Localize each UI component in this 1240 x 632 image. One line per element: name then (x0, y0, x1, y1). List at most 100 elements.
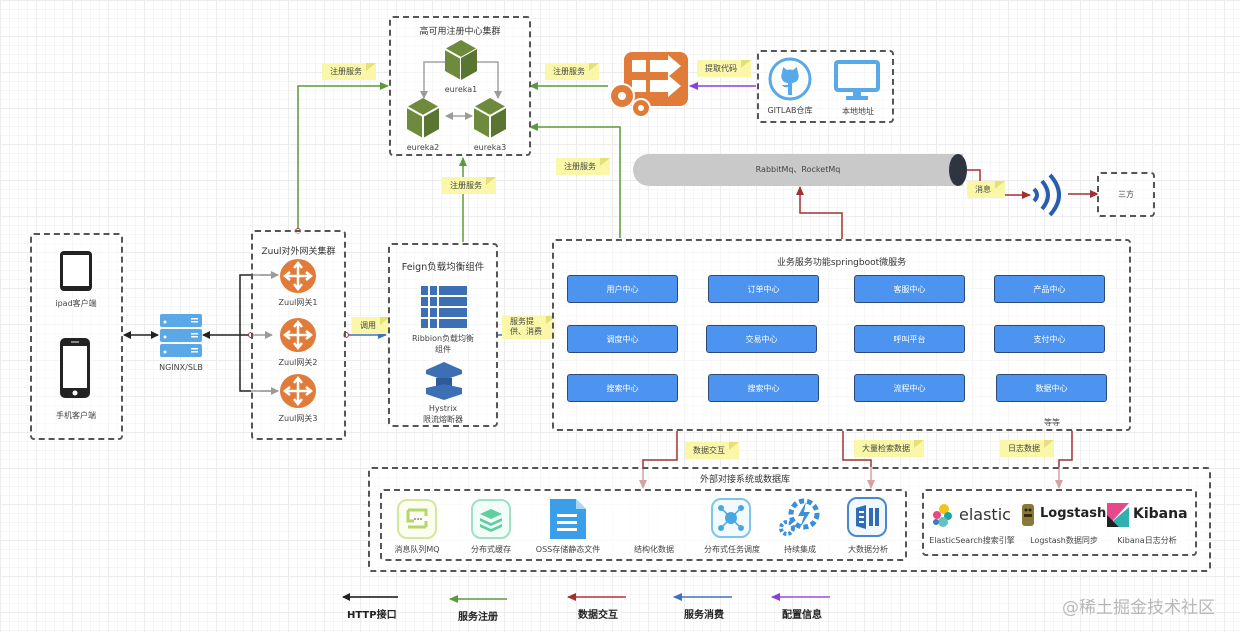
infra-group (380, 489, 907, 561)
ribbon-node[interactable] (421, 286, 467, 330)
services-mq-line (796, 186, 843, 239)
elastic-item[interactable]: elastic (932, 503, 1012, 529)
zuul-title: Zuul对外网关集群 (261, 247, 336, 257)
services-register-line (529, 123, 621, 238)
router-icon (280, 318, 316, 352)
elastic-wordmark: elastic (959, 505, 1011, 524)
data-exchange-note: 数据交互 (685, 442, 739, 459)
pull-code-note: 提取代码 (697, 60, 751, 77)
registry-title: 高可用注册中心集群 (419, 27, 501, 37)
kibana-item[interactable]: Kibana (1107, 503, 1189, 529)
task-schedule-item[interactable] (710, 497, 752, 539)
service-call-platform[interactable]: 呼叫平台 (854, 325, 965, 353)
message-queue-icon (397, 499, 437, 539)
logstash-logo-icon (1022, 504, 1034, 526)
nginx-slb-node[interactable] (159, 313, 203, 359)
mq-item-label: 消息队列MQ (394, 545, 440, 554)
oss-item[interactable] (546, 497, 588, 541)
register-note-services: 注册服务 (556, 158, 610, 175)
cube-icon (444, 40, 478, 80)
hystrix-label: Hystrix 限流熔断器 (423, 404, 463, 424)
zuul-gateway-3-label: Zuul网关3 (278, 414, 318, 423)
register-note-zuul: 注册服务 (322, 63, 376, 80)
eureka1-node[interactable] (443, 38, 479, 82)
legend-config-label: 配置信息 (782, 610, 822, 621)
logstash-label: Logstash数据同步 (1030, 536, 1098, 545)
phone-client[interactable] (59, 337, 91, 399)
feign-title: Feign负载均衡组件 (401, 262, 485, 273)
github-icon (768, 57, 812, 101)
service-data-center[interactable]: 数据中心 (996, 374, 1107, 402)
elk-group (922, 489, 1197, 556)
log-data-note: 日志数据 (1000, 440, 1054, 457)
legend-data-label: 数据交互 (578, 610, 618, 621)
logstash-wordmark: Logstash (1040, 506, 1107, 521)
layers-icon (471, 499, 511, 539)
zuul-gateway-3[interactable] (279, 373, 317, 409)
third-party-label: 三方 (1118, 190, 1134, 199)
cache-item[interactable] (470, 499, 512, 539)
legend-http-label: HTTP接口 (347, 610, 397, 621)
ipad-client[interactable] (59, 250, 93, 292)
zuul-gateway-1[interactable] (279, 258, 317, 294)
cube-icon (406, 98, 440, 138)
service-search-center-2[interactable]: 搜索中心 (708, 374, 819, 402)
mq-item[interactable] (396, 499, 438, 539)
service-search-center-1[interactable]: 搜索中心 (567, 374, 678, 402)
analytics-icon (847, 497, 887, 537)
router-icon (280, 374, 316, 408)
register-note-feign: 注册服务 (442, 177, 496, 194)
logstash-item[interactable]: Logstash (1020, 502, 1106, 530)
phone-label: 手机客户端 (56, 411, 96, 420)
service-payment-center[interactable]: 支付中心 (994, 325, 1105, 353)
eureka2-label: eureka2 (406, 143, 440, 152)
bigdata-item-label: 大数据分析 (848, 545, 888, 554)
register-note-ci: 注册服务 (545, 63, 599, 80)
bigdata-item[interactable] (846, 496, 888, 538)
monitor-icon (834, 60, 880, 100)
tablet-icon (60, 251, 92, 291)
hystrix-node[interactable] (424, 360, 464, 402)
service-user-center[interactable]: 用户中心 (567, 275, 678, 303)
eureka3-node[interactable] (472, 96, 508, 140)
service-process-center[interactable]: 流程中心 (854, 374, 965, 402)
eureka3-label: eureka3 (473, 143, 507, 152)
external-title: 外部对接系统或数据库 (700, 475, 791, 485)
server-stack-icon (160, 314, 202, 357)
zuul-gateway-2-label: Zuul网关2 (278, 358, 318, 367)
table-grid-icon (421, 286, 467, 328)
eureka1-label: eureka1 (444, 85, 478, 94)
pipeline-gears-icon (609, 52, 688, 118)
service-order-center[interactable]: 订单中心 (708, 275, 819, 303)
hystrix-icon (426, 362, 462, 400)
ci-pipeline-node[interactable] (606, 50, 690, 120)
local-label: 本地地址 (842, 107, 874, 116)
phone-icon (60, 338, 90, 398)
ci-item-label: 持续集成 (784, 545, 816, 554)
kibana-wordmark: Kibana (1133, 506, 1188, 522)
eureka2-node[interactable] (405, 96, 441, 140)
elastic-label: ElasticSearch搜索引擎 (929, 536, 1015, 545)
call-note: 调用 (352, 317, 390, 334)
mq-label: RabbitMq、RocketMq (755, 165, 841, 174)
provide-consume-note: 服务提 供、消费 (502, 316, 556, 339)
zuul-gateway-2[interactable] (279, 317, 317, 353)
router-icon (280, 259, 316, 293)
services-title: 业务服务功能springboot微服务 (776, 258, 907, 268)
service-customer-center[interactable]: 客服中心 (854, 275, 965, 303)
kibana-label: Kibana日志分析 (1117, 536, 1177, 545)
ci-item[interactable] (778, 496, 822, 538)
registry-cluster: 高可用注册中心集群 (389, 16, 531, 156)
service-trade-center[interactable]: 交易中心 (706, 325, 817, 353)
legend-register-label: 服务注册 (458, 612, 498, 623)
service-product-center[interactable]: 产品中心 (994, 275, 1105, 303)
mq-bus-end (949, 154, 967, 186)
mq-bus[interactable]: RabbitMq、RocketMq (633, 154, 963, 186)
local-source[interactable] (834, 60, 880, 102)
service-dispatch-center[interactable]: 调度中心 (567, 325, 678, 353)
signal-node (1028, 173, 1066, 217)
wireless-signal-icon (1032, 173, 1061, 217)
services-etc-label: 等等 (1044, 418, 1060, 427)
third-party-box[interactable]: 三方 (1097, 172, 1155, 217)
gitlab-repo[interactable] (768, 57, 812, 101)
